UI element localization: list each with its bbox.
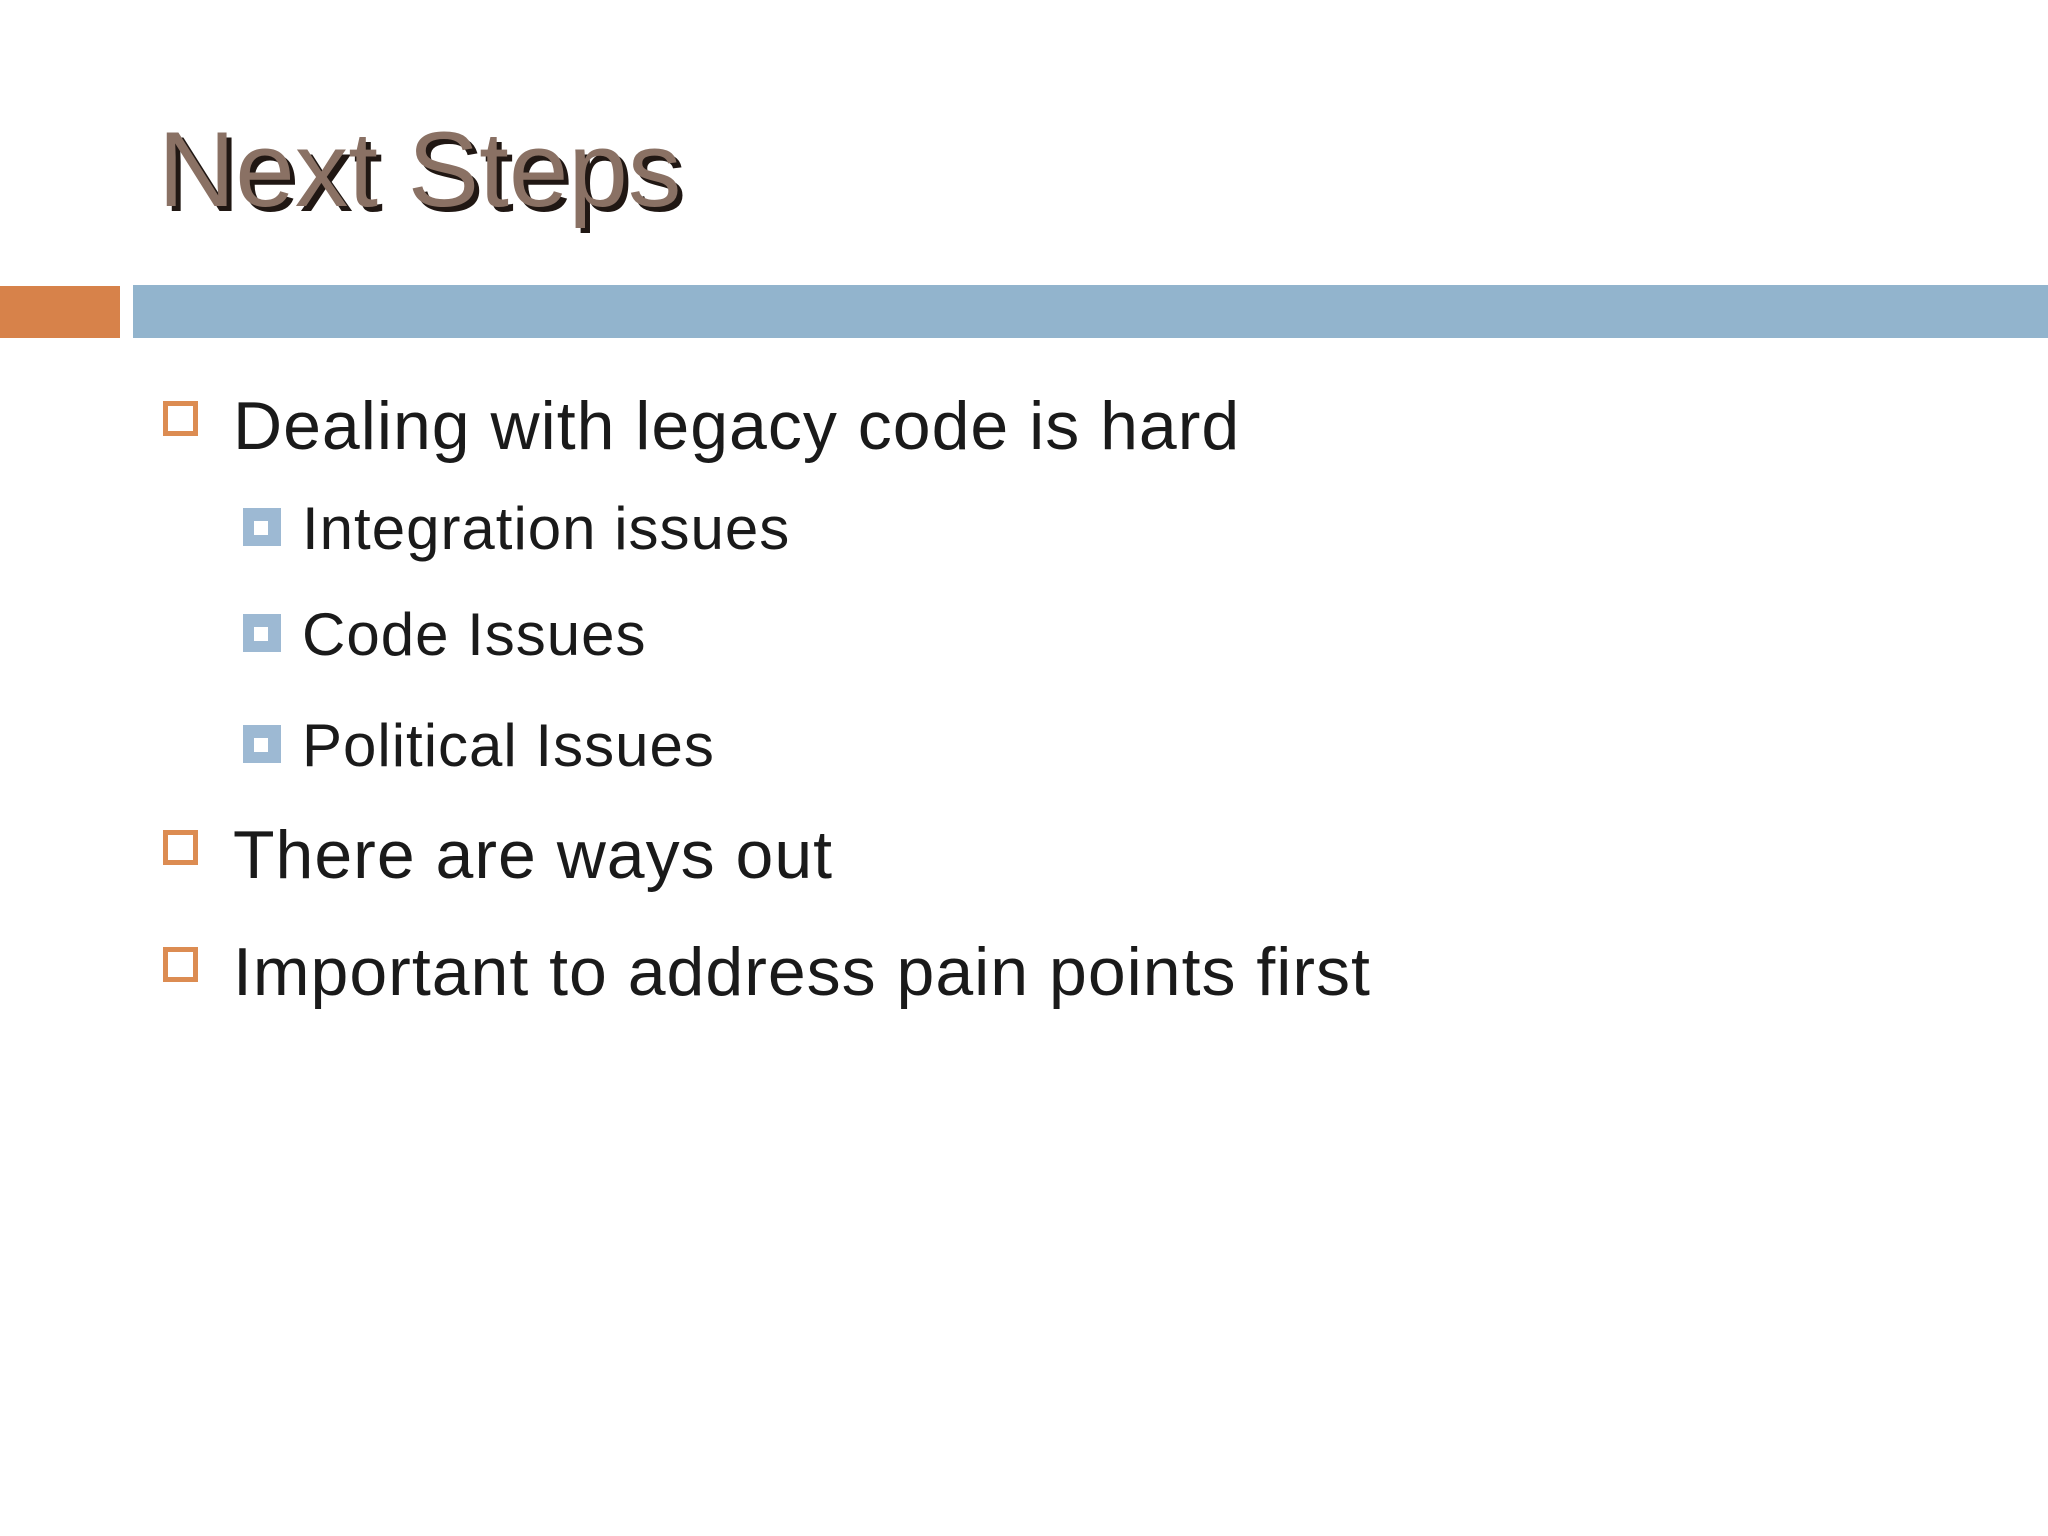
bullet-item: Political Issues: [243, 716, 715, 776]
bullet-text: There are ways out: [233, 817, 834, 893]
bullet-text: Political Issues: [302, 712, 715, 779]
level2-bullet-inner: [254, 521, 268, 535]
level1-bullet-icon: [163, 830, 198, 865]
bullet-text: Code Issues: [302, 601, 647, 668]
accent-bar-blue: [133, 285, 2048, 338]
slide-title: Next Steps: [158, 109, 682, 229]
level1-bullet-icon: [163, 947, 198, 982]
level2-bullet-icon: [243, 508, 281, 546]
bullet-item: Integration issues: [243, 499, 790, 559]
bullet-text: Important to address pain points first: [233, 934, 1371, 1010]
bullet-item: Code Issues: [243, 605, 647, 665]
level2-bullet-inner: [254, 738, 268, 752]
level2-bullet-icon: [243, 725, 281, 763]
level1-bullet-icon: [163, 401, 198, 436]
accent-bar-orange: [0, 286, 120, 338]
bullet-text: Dealing with legacy code is hard: [233, 388, 1241, 464]
bullet-item: Important to address pain points first: [163, 938, 1371, 1006]
bullet-text: Integration issues: [302, 495, 791, 562]
level2-bullet-inner: [254, 627, 268, 641]
bullet-item: Dealing with legacy code is hard: [163, 392, 1240, 460]
bullet-item: There are ways out: [163, 821, 833, 889]
level2-bullet-icon: [243, 614, 281, 652]
